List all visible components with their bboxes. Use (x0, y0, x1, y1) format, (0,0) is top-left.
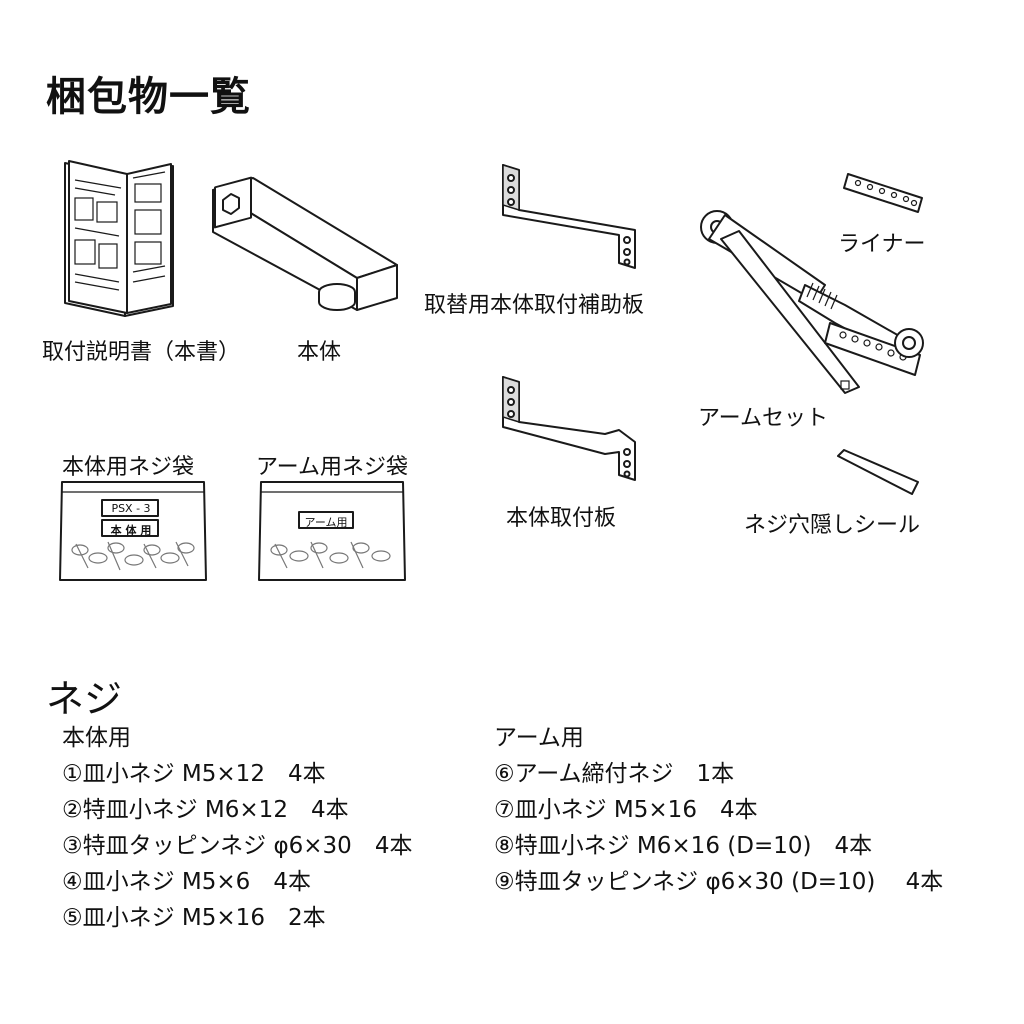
arm-screw-item: ⑨特皿タッピンネジ φ6×30 (D=10) 4本 (494, 869, 944, 895)
body-screw-item: ④皿小ネジ M5×6 4本 (62, 869, 311, 895)
liner-image (843, 173, 923, 213)
arm-screw-bag-image (258, 481, 406, 581)
body-plate-label: 本体取付板 (506, 506, 617, 531)
body-plate-image (502, 375, 636, 481)
body-screw-item: ⑤皿小ネジ M5×16 2本 (62, 905, 326, 931)
body-screw-bag-label: 本体用ネジ袋 (62, 455, 195, 480)
seal-image (837, 449, 919, 495)
body-screw-item: ②特皿小ネジ M6×12 4本 (62, 797, 349, 823)
door-closer-body-image (212, 176, 398, 311)
liner-label: ライナー (838, 232, 926, 257)
manual-image (64, 160, 174, 317)
page-title: 梱包物一覧 (46, 74, 251, 120)
body-screw-item: ①皿小ネジ M5×12 4本 (62, 761, 326, 787)
arm-set-label: アームセット (698, 406, 829, 431)
arm-screws-list: ⑥アーム締付ネジ 1本 ⑦皿小ネジ M5×16 4本 ⑧特皿小ネジ M6×16 … (494, 756, 943, 900)
arm-screw-item: ⑦皿小ネジ M5×16 4本 (494, 797, 758, 823)
arm-bag-tag: アーム用 (304, 516, 348, 529)
arm-screw-item: ⑧特皿小ネジ M6×16 (D=10) 4本 (494, 833, 873, 859)
body-label: 本体 (297, 340, 342, 365)
arm-screws-heading: アーム用 (494, 725, 584, 751)
aux-plate-label: 取替用本体取付補助板 (424, 293, 645, 318)
body-bag-tag-bottom: 本 体 用 (110, 524, 152, 537)
body-bag-tag-top: PSX - 3 (111, 502, 151, 515)
aux-plate-image (502, 163, 636, 269)
arm-screw-item: ⑥アーム締付ネジ 1本 (494, 761, 735, 787)
arm-set-image (700, 210, 924, 394)
body-screws-list: ①皿小ネジ M5×12 4本 ②特皿小ネジ M6×12 4本 ③特皿タッピンネジ… (62, 756, 412, 936)
body-screw-item: ③特皿タッピンネジ φ6×30 4本 (62, 833, 413, 859)
seal-label: ネジ穴隠しシール (744, 513, 921, 538)
manual-label: 取付説明書（本書） (42, 340, 241, 365)
screws-title: ネジ (46, 677, 123, 721)
body-screw-bag-image (59, 481, 207, 581)
arm-screw-bag-label: アーム用ネジ袋 (256, 455, 409, 480)
body-screws-heading: 本体用 (62, 725, 131, 751)
